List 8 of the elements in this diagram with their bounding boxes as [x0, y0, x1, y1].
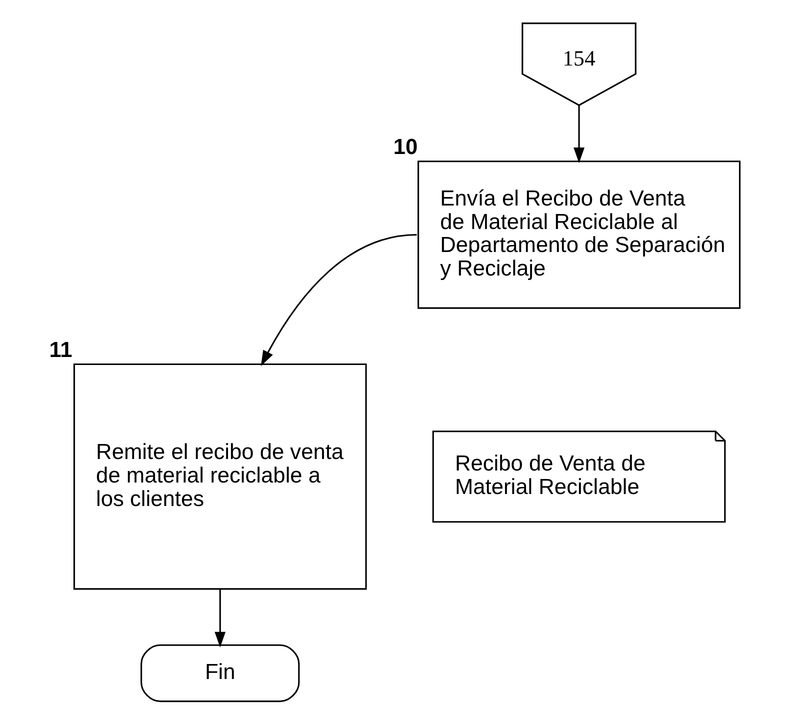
node-box: Remite el recibo de venta de material reciclable a los clientes — [73, 363, 367, 590]
node-label: 10 — [393, 134, 418, 159]
arrow — [574, 105, 584, 164]
node-box: Envía el Recibo de Venta de Material Reciclable al Departamento de Separación y Reciclaje — [418, 160, 741, 309]
arrow — [214, 589, 226, 648]
node-box: Fin — [140, 644, 300, 702]
arrow — [260, 234, 417, 366]
node-label: 11 — [49, 336, 72, 362]
